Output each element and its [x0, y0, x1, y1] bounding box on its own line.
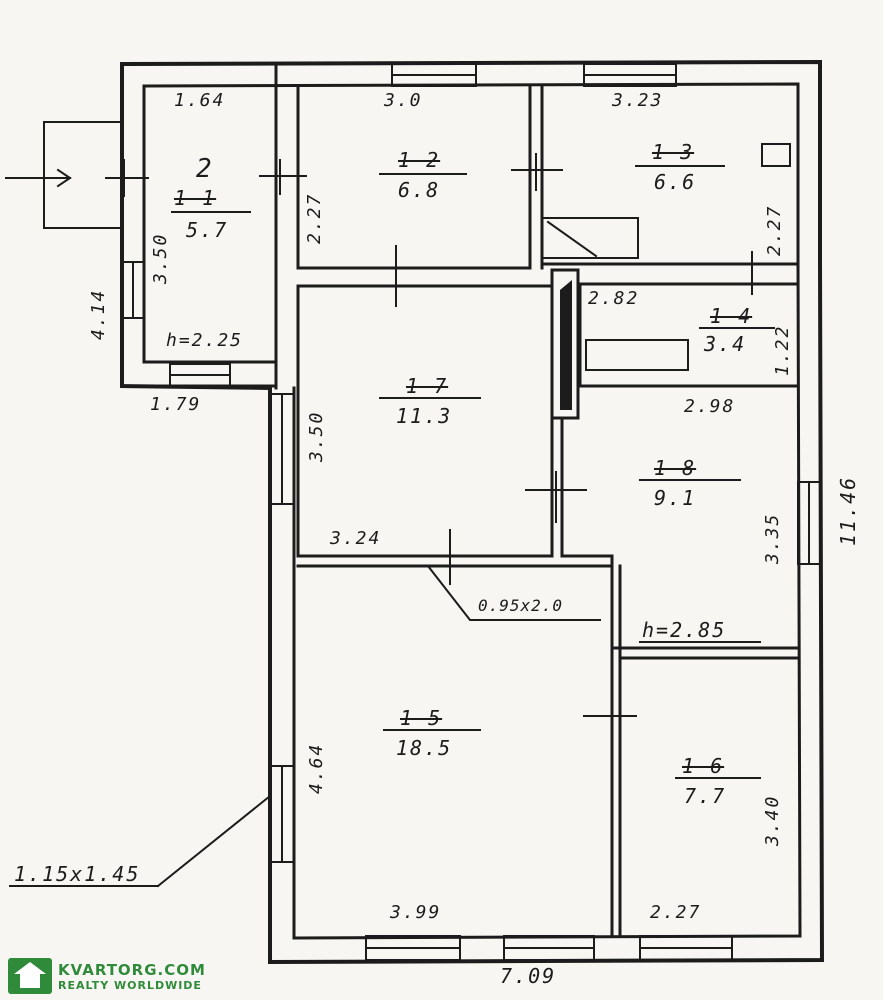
- room-6-area: 9.1: [654, 486, 697, 510]
- dim-r7-width: 3.99: [390, 902, 442, 923]
- dim-total-right: 11.46: [836, 475, 860, 546]
- stove-diagonal: [546, 220, 598, 258]
- room-1-area: 5.7: [186, 218, 229, 242]
- porch: [43, 121, 123, 229]
- chimney: [550, 268, 580, 420]
- room-2-area: 6.8: [398, 178, 441, 202]
- room-2-name: 1-2: [398, 148, 441, 172]
- room-8-area: 7.7: [684, 784, 727, 808]
- watermark-tagline: REALTY WORLDWIDE: [58, 978, 202, 992]
- dim-r6-depth: 3.35: [762, 512, 783, 564]
- dim-r1-depth: 3.50: [150, 232, 171, 284]
- room-6-name: 1-8: [654, 456, 697, 480]
- room-fraction-bars: [171, 165, 775, 779]
- dim-r5-depth: 3.50: [306, 410, 327, 462]
- door-marks: [105, 153, 753, 737]
- dim-r4-depth: 1.22: [772, 324, 793, 376]
- room-5-area: 11.3: [396, 404, 453, 428]
- dim-r3-depth: 2.27: [764, 204, 785, 256]
- wall-i: [560, 554, 614, 938]
- windows: [121, 63, 821, 961]
- chimney-fill: [560, 280, 572, 410]
- room-scribble-label: 2: [196, 154, 214, 184]
- dim-r2-depth: 2.27: [304, 192, 325, 244]
- watermark: KVARTORG.COM REALTY WORLDWIDE: [8, 958, 206, 994]
- room-1-name: 1-1: [174, 186, 217, 210]
- dim-door-note: 0.95x2.0: [478, 596, 564, 615]
- watermark-site: KVARTORG.COM: [58, 960, 206, 979]
- dim-r1-width: 1.64: [174, 90, 226, 111]
- room-6-height: h=2.85: [642, 618, 727, 642]
- room-5-name: 1-7: [406, 374, 449, 398]
- dim-r3-width: 3.23: [612, 90, 664, 111]
- dim-r8-depth: 3.40: [762, 794, 783, 846]
- room-4-name: 1-4: [710, 304, 753, 328]
- dim-total-bottom: 7.09: [500, 964, 557, 988]
- room-3-name: 1-3: [652, 140, 695, 164]
- dim-r4-width: 2.82: [588, 288, 640, 309]
- dim-r6-width: 2.98: [684, 396, 736, 417]
- window-leader: [156, 794, 272, 888]
- bath-fixture: [585, 339, 689, 371]
- house-logo-icon: [8, 958, 52, 994]
- door-leader: [426, 564, 601, 621]
- stove-outline: [541, 217, 639, 259]
- dim-window-note: 1.15x1.45: [14, 862, 141, 886]
- sink-fixture: [761, 143, 791, 167]
- room-3-area: 6.6: [654, 170, 697, 194]
- room-7-name: 1-5: [400, 706, 443, 730]
- dim-r7-depth: 4.64: [306, 742, 327, 794]
- room-4-area: 3.4: [704, 332, 747, 356]
- dim-r8-width: 2.27: [650, 902, 702, 923]
- room-8-name: 1-6: [682, 754, 725, 778]
- entry-arrow-head: [56, 168, 72, 188]
- dim-bottom-left: 1.79: [150, 394, 202, 415]
- outer-wall: [120, 59, 825, 965]
- dim-r5-width: 3.24: [330, 528, 382, 549]
- dim-ext-left: 4.14: [88, 288, 109, 340]
- dim-r2-width: 3.0: [384, 90, 423, 111]
- room-1-height: h=2.25: [166, 330, 244, 351]
- room-7-area: 18.5: [396, 736, 453, 760]
